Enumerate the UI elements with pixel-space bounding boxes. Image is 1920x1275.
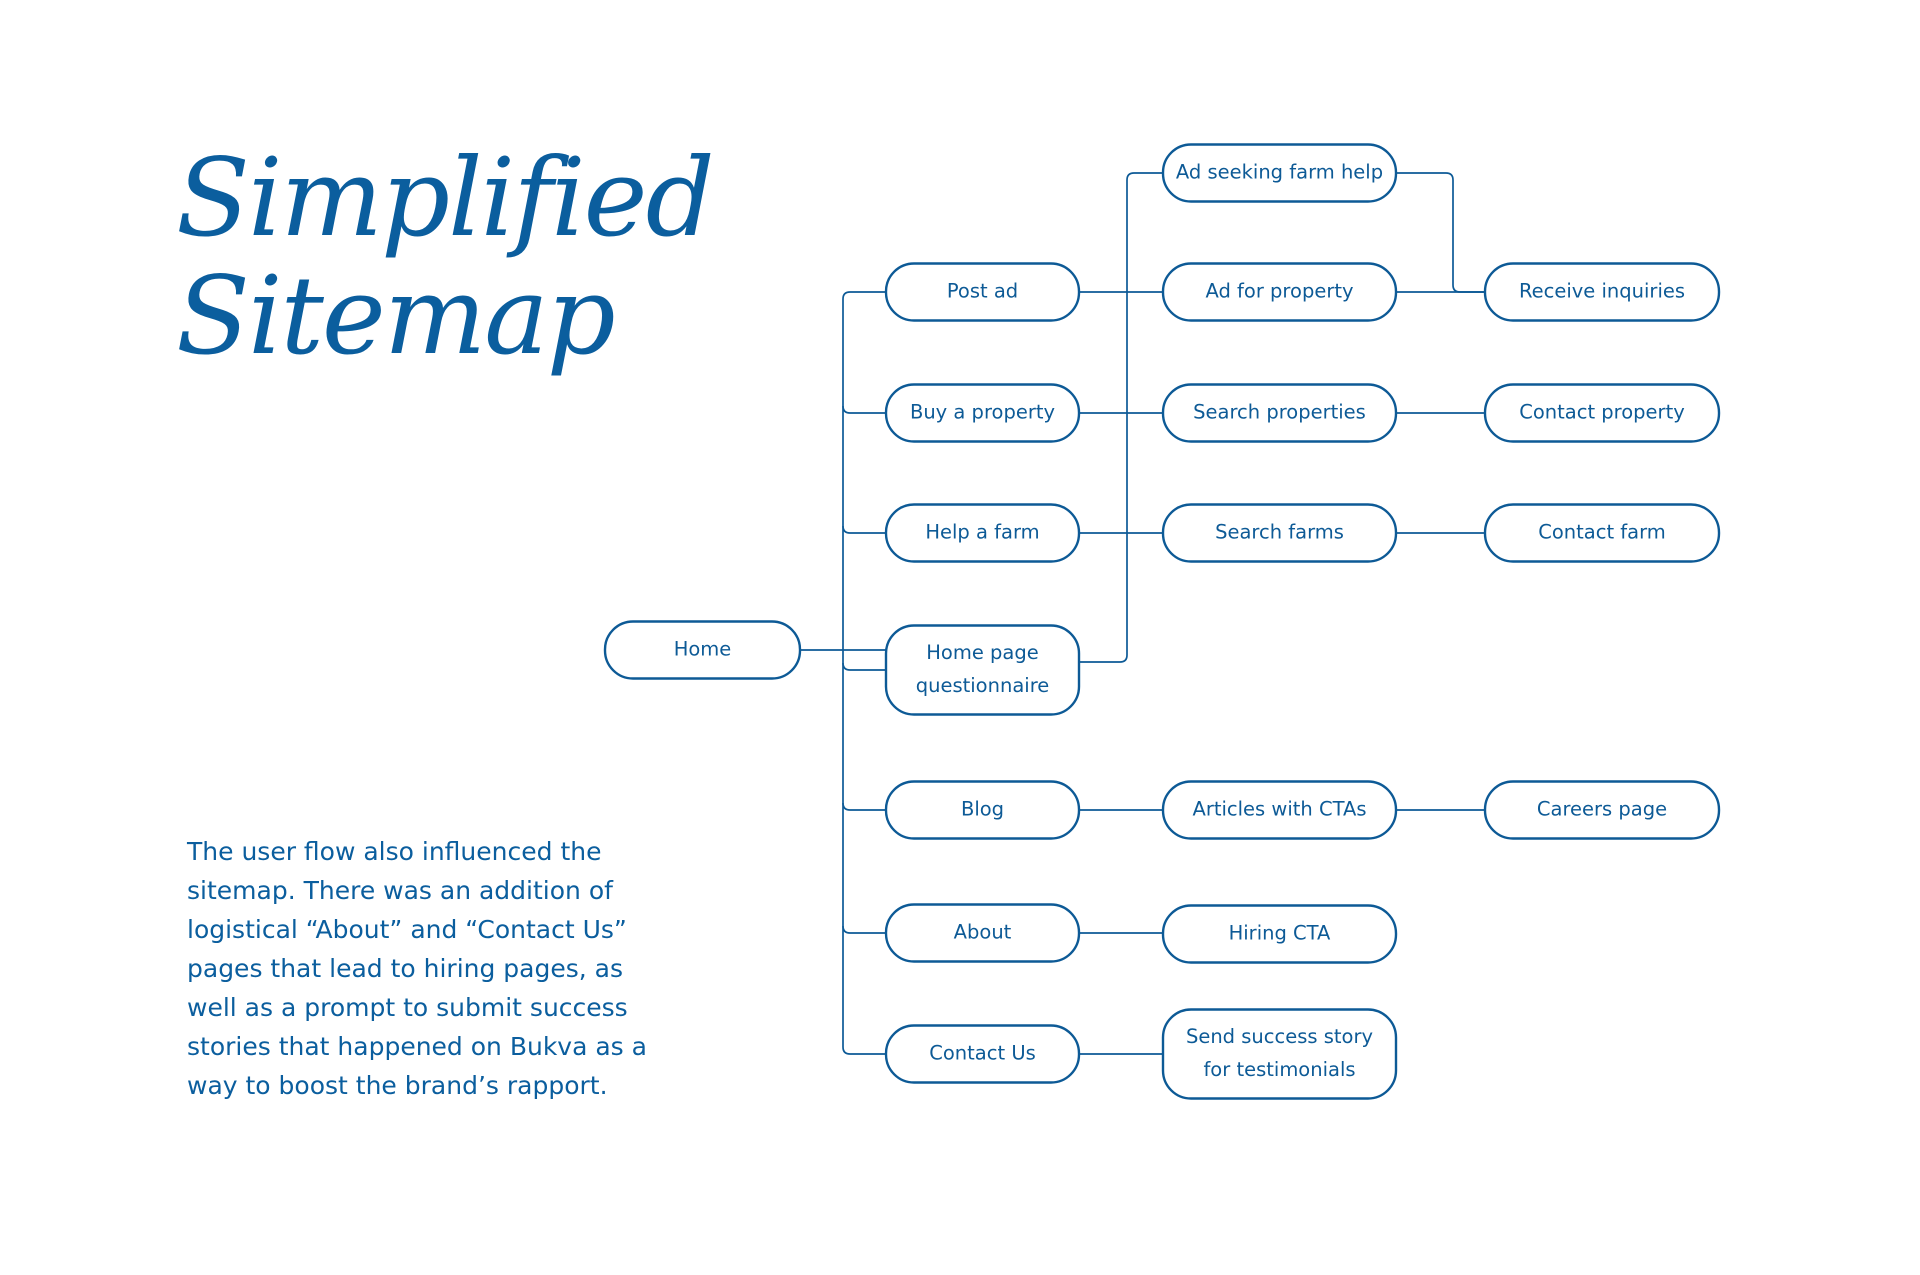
node-ad-seeking-farm-help: Ad seeking farm help	[1161, 143, 1398, 203]
node-contact-us-label: Contact Us	[929, 1042, 1036, 1065]
node-buy-a-property-shape	[884, 383, 1081, 443]
node-articles-with-ctas-shape	[1161, 780, 1398, 840]
node-careers-page: Careers page	[1483, 780, 1721, 840]
node-home-page-questionnaire-label: Home page	[926, 641, 1039, 664]
node-hiring-cta-shape	[1161, 904, 1398, 964]
node-home: Home	[603, 620, 802, 680]
node-receive-inquiries-shape	[1483, 262, 1721, 322]
node-contact-farm-shape	[1483, 503, 1721, 563]
edge-trunk-branch	[842, 525, 886, 534]
node-blog: Blog	[884, 780, 1081, 840]
node-search-properties-shape	[1161, 383, 1398, 443]
node-post-ad-shape	[884, 262, 1081, 322]
node-send-success-story-for-testimonials-label: Send success story	[1186, 1025, 1373, 1048]
node-post-ad: Post ad	[884, 262, 1081, 322]
edge-trunk-branch	[842, 662, 886, 671]
node-ad-seeking-farm-help-shape	[1161, 143, 1398, 203]
node-home-page-questionnaire: Home page questionnaire	[884, 624, 1081, 716]
node-blog-label: Blog	[961, 798, 1004, 821]
node-careers-page-shape	[1483, 780, 1721, 840]
node-contact-farm-label: Contact farm	[1538, 521, 1666, 544]
node-about: About	[884, 903, 1081, 963]
node-careers-page-label: Careers page	[1537, 798, 1667, 821]
node-about-shape	[884, 903, 1081, 963]
edge-trunk-branch	[842, 802, 886, 811]
page-title: Simplified Sitemap	[176, 136, 715, 379]
node-contact-property-shape	[1483, 383, 1721, 443]
edge-ad-seeking-to-receive	[1396, 172, 1485, 293]
title-line-1: Simplified	[176, 136, 715, 261]
node-search-properties: Search properties	[1161, 383, 1398, 443]
node-buy-a-property-label: Buy a property	[910, 401, 1055, 424]
node-home-shape	[603, 620, 802, 680]
node-articles-with-ctas-label: Articles with CTAs	[1193, 798, 1367, 821]
node-ad-for-property-shape	[1161, 262, 1398, 322]
node-send-success-story-for-testimonials-shape	[1161, 1008, 1398, 1100]
description-paragraph: The user flow also influenced the sitema…	[187, 837, 647, 1100]
edge-trunk-branch	[842, 405, 886, 414]
node-ad-for-property: Ad for property	[1161, 262, 1398, 322]
node-receive-inquiries: Receive inquiries	[1483, 262, 1721, 322]
node-contact-property-label: Contact property	[1519, 401, 1685, 424]
node-home-page-questionnaire-label: questionnaire	[916, 674, 1050, 697]
node-search-properties-label: Search properties	[1193, 401, 1366, 424]
node-articles-with-ctas: Articles with CTAs	[1161, 780, 1398, 840]
node-blog-shape	[884, 780, 1081, 840]
node-hiring-cta-label: Hiring CTA	[1229, 922, 1331, 945]
node-help-a-farm-label: Help a farm	[925, 521, 1039, 544]
node-post-ad-label: Post ad	[947, 280, 1018, 303]
node-contact-property: Contact property	[1483, 383, 1721, 443]
title-line-2: Sitemap	[176, 254, 616, 379]
node-about-label: About	[954, 921, 1012, 944]
node-ad-seeking-farm-help-label: Ad seeking farm help	[1176, 161, 1383, 184]
node-search-farms-shape	[1161, 503, 1398, 563]
node-hiring-cta: Hiring CTA	[1161, 904, 1398, 964]
node-search-farms-label: Search farms	[1215, 521, 1344, 544]
node-contact-us: Contact Us	[884, 1024, 1081, 1084]
connector-lines	[800, 172, 1485, 1055]
node-send-success-story-for-testimonials: Send success story for testimonials	[1161, 1008, 1398, 1100]
node-home-page-questionnaire-shape	[884, 624, 1081, 716]
edge-trunk	[842, 291, 886, 1055]
node-ad-for-property-label: Ad for property	[1205, 280, 1353, 303]
node-home-label: Home	[674, 638, 732, 661]
edge-trunk-branch	[842, 925, 886, 934]
node-help-a-farm-shape	[884, 503, 1081, 563]
node-search-farms: Search farms	[1161, 503, 1398, 563]
node-contact-farm: Contact farm	[1483, 503, 1721, 563]
node-receive-inquiries-label: Receive inquiries	[1519, 280, 1685, 303]
node-buy-a-property: Buy a property	[884, 383, 1081, 443]
node-contact-us-shape	[884, 1024, 1081, 1084]
edge-questionnaire-to-ad-seeking	[1079, 172, 1163, 663]
node-help-a-farm: Help a farm	[884, 503, 1081, 563]
node-send-success-story-for-testimonials-label: for testimonials	[1203, 1058, 1355, 1081]
